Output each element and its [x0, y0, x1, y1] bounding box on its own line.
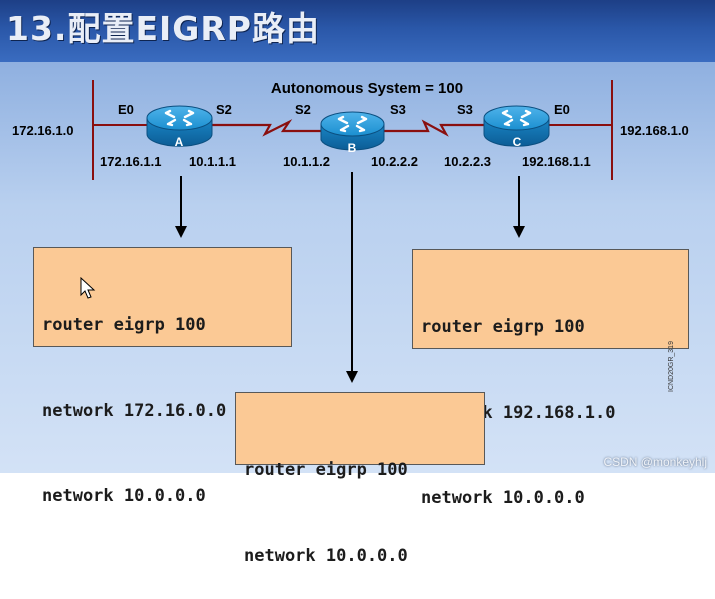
router-b-icon [320, 111, 385, 151]
config-c-line-3: network 10.0.0.0 [421, 488, 585, 508]
ip-b-s2: 10.1.1.2 [283, 154, 330, 169]
slide-header: 13.配置EIGRP路由 [0, 0, 715, 62]
serial-link-a-b [212, 119, 321, 137]
slide-title: 13.配置EIGRP路由 [6, 9, 320, 48]
config-a-line-1: router eigrp 100 [42, 315, 206, 335]
serial-link-b-c [384, 119, 484, 137]
router-c-icon [483, 105, 550, 147]
autonomous-system-label: Autonomous System = 100 [271, 80, 463, 97]
config-b-line-2: network 10.0.0.0 [244, 545, 408, 566]
config-box-router-b: router eigrp 100 network 10.0.0.0 [235, 392, 485, 566]
config-b-line-1: router eigrp 100 [244, 460, 408, 480]
router-c-label: C [513, 135, 522, 149]
interface-b-s2: S2 [295, 102, 311, 117]
interface-a-s2: S2 [216, 102, 232, 117]
interface-b-s3: S3 [390, 102, 406, 117]
config-box-router-c: router eigrp 100 network 192.168.1.0 net… [412, 249, 689, 508]
ip-c-e0: 192.168.1.1 [522, 154, 591, 169]
network-diagram: A B C Autonomous System = 100 172.16.1.0… [12, 80, 689, 383]
network-left-label: 172.16.1.0 [12, 123, 73, 138]
router-a-label: A [175, 135, 184, 149]
config-c-line-1: router eigrp 100 [421, 317, 585, 337]
mouse-cursor-icon [80, 277, 96, 299]
interface-c-s3: S3 [457, 102, 473, 117]
config-box-router-a: router eigrp 100 network 172.16.0.0 netw… [33, 247, 292, 506]
ip-a-s2: 10.1.1.1 [189, 154, 236, 169]
watermark: CSDN @monkeyhlj [603, 455, 707, 469]
network-right-label: 192.168.1.0 [620, 123, 689, 138]
ip-c-s3: 10.2.2.3 [444, 154, 491, 169]
router-a-icon [146, 105, 213, 147]
figure-code: ICND20GR_319 [668, 341, 675, 392]
ip-b-s3: 10.2.2.2 [371, 154, 418, 169]
ip-a-e0: 172.16.1.1 [100, 154, 161, 169]
interface-a-e0: E0 [118, 102, 134, 117]
config-a-line-2: network 172.16.0.0 [42, 400, 227, 421]
interface-c-e0: E0 [554, 102, 570, 117]
config-a-line-3: network 10.0.0.0 [42, 486, 206, 506]
router-b-label: B [348, 141, 357, 155]
